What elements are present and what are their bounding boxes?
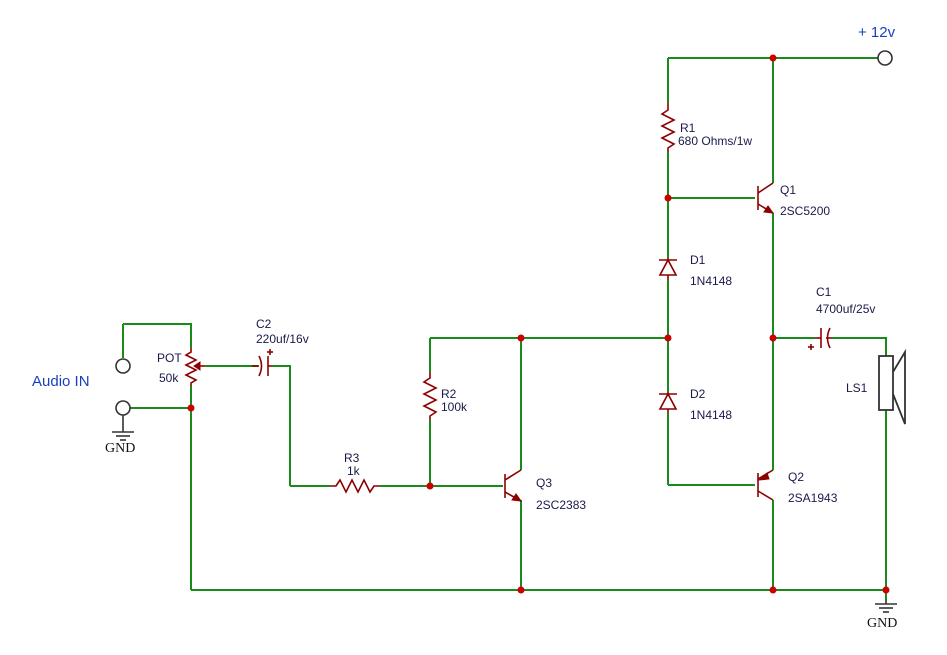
gnd-label-left: GND [105,441,135,456]
ls1-ref: LS1 [846,381,868,395]
resistor-r2[interactable] [422,372,438,420]
r1-ref: R1 [680,121,696,135]
ground-symbol-left [112,415,134,441]
wires [122,57,887,600]
d2-ref: D2 [690,387,706,401]
transistor-q1[interactable] [757,182,775,214]
audio-in-label: Audio IN [32,373,90,390]
d1-ref: D1 [690,253,706,267]
r1-value: 680 Ohms/1w [678,134,752,148]
capacitor-c1[interactable] [808,327,832,350]
ground-symbol-right [875,600,897,613]
capacitor-c2[interactable] [252,349,273,377]
c1-value: 4700uf/25v [816,302,875,316]
resistor-r3[interactable] [330,478,380,494]
c1-ref: C1 [816,285,832,299]
input-terminal-bottom[interactable] [115,400,131,416]
transistor-q3[interactable] [504,469,523,502]
diode-d2[interactable] [658,392,678,413]
r3-value: 1k [347,464,361,478]
c2-ref: C2 [256,317,272,331]
q1-value: 2SC5200 [780,204,830,218]
resistor-r1[interactable] [660,103,676,152]
q2-ref: Q2 [788,470,804,484]
d2-value: 1N4148 [690,408,732,422]
gnd-label-right: GND [867,616,897,631]
q3-ref: Q3 [536,476,552,490]
speaker-ls1[interactable] [878,348,906,425]
q3-value: 2SC2383 [536,498,586,512]
q2-value: 2SA1943 [788,491,838,505]
potentiometer-pot[interactable] [184,348,205,386]
junctions [187,54,890,594]
diode-d1[interactable] [658,258,678,280]
transistor-q2[interactable] [757,469,774,501]
r3-ref: R3 [344,451,360,465]
pot-ref: POT [157,351,182,365]
c2-value: 220uf/16v [256,332,309,346]
input-terminal-top[interactable] [115,358,131,374]
supply-label: + 12v [858,24,896,41]
r2-ref: R2 [441,387,457,401]
q1-ref: Q1 [780,183,796,197]
supply-terminal[interactable] [877,50,893,66]
r2-value: 100k [441,400,468,414]
d1-value: 1N4148 [690,274,732,288]
pot-value: 50k [159,371,179,385]
